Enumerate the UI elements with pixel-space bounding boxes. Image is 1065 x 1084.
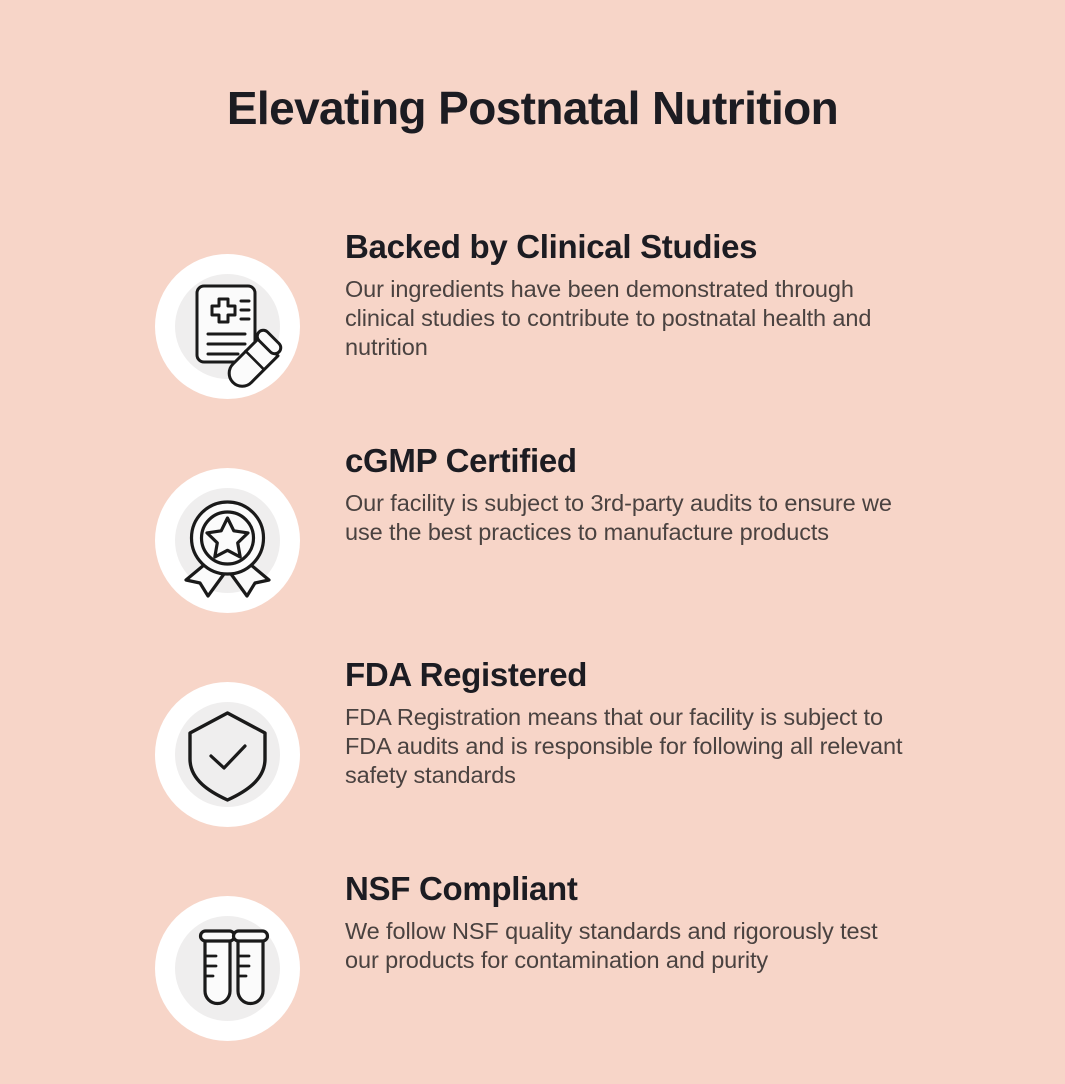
feature-description: We follow NSF quality standards and rigo… (345, 917, 878, 974)
feature-title: FDA Registered (345, 656, 588, 693)
feature-item-clinical-studies: Backed by Clinical Studies Our ingredien… (0, 228, 1065, 399)
shield-check-icon (155, 682, 300, 827)
feature-item-cgmp-certified: cGMP Certified Our facility is subject t… (0, 442, 1065, 613)
icon-artwork (155, 682, 300, 827)
icon-artwork (155, 468, 300, 613)
icon-inner-circle (175, 702, 280, 807)
feature-list: Backed by Clinical Studies Our ingredien… (0, 228, 1065, 1084)
feature-description: Our ingredients have been demonstrated t… (345, 275, 872, 361)
icon-artwork (155, 896, 300, 1041)
feature-description: FDA Registration means that our facility… (345, 703, 903, 789)
feature-text-block: NSF Compliant We follow NSF quality stan… (300, 870, 935, 975)
feature-title: cGMP Certified (345, 442, 577, 479)
clinical-document-test-tube-icon (155, 254, 300, 399)
feature-item-nsf-compliant: NSF Compliant We follow NSF quality stan… (0, 870, 1065, 1041)
feature-text-block: FDA Registered FDA Registration means th… (300, 656, 935, 790)
test-tubes-icon (155, 896, 300, 1041)
feature-title: Backed by Clinical Studies (345, 228, 758, 265)
icon-artwork (155, 254, 300, 399)
award-ribbon-star-icon (155, 468, 300, 613)
feature-description: Our facility is subject to 3rd-party aud… (345, 489, 892, 546)
feature-text-block: cGMP Certified Our facility is subject t… (300, 442, 935, 547)
feature-text-block: Backed by Clinical Studies Our ingredien… (300, 228, 935, 362)
feature-item-fda-registered: FDA Registered FDA Registration means th… (0, 656, 1065, 827)
feature-title: NSF Compliant (345, 870, 578, 907)
page-title: Elevating Postnatal Nutrition (226, 82, 839, 134)
